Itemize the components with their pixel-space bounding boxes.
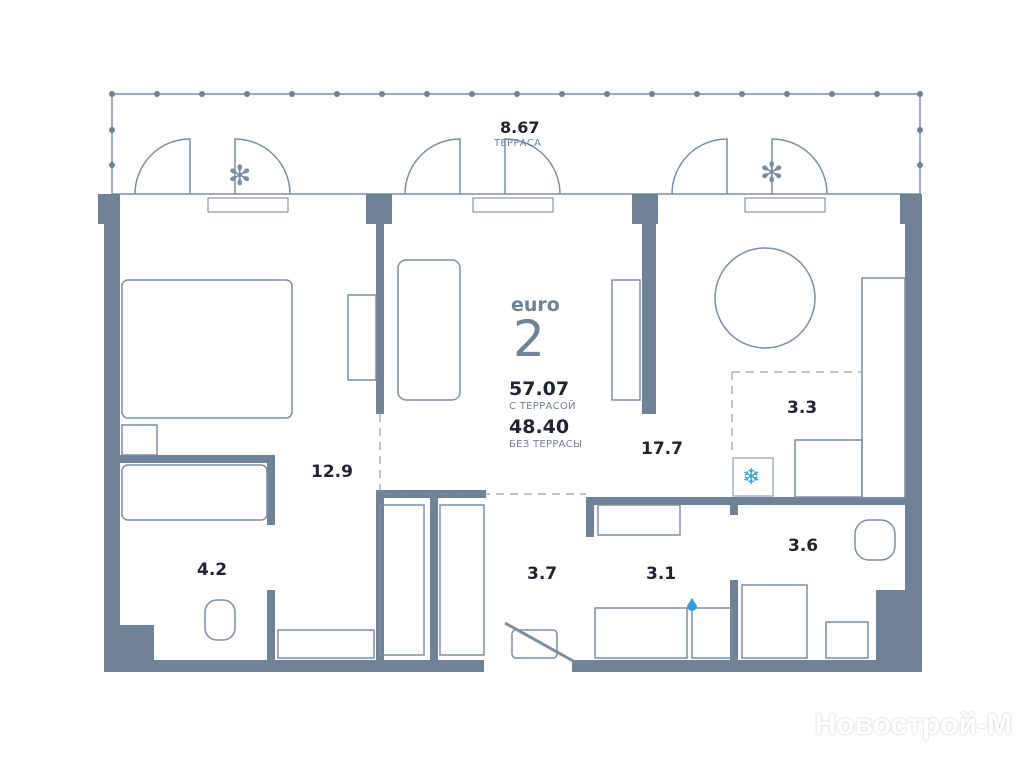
tv-stand xyxy=(611,279,641,401)
wardrobe xyxy=(379,504,425,656)
bathtub xyxy=(121,464,268,521)
terrace-area: 8.67 xyxy=(500,118,540,137)
zone-lines xyxy=(379,371,862,495)
toilet xyxy=(204,599,236,641)
apartment-rooms: 2 xyxy=(513,310,545,368)
washing-machine-small xyxy=(121,424,158,456)
terrace-posts xyxy=(109,91,923,168)
room-area-utility: 3.1 xyxy=(646,564,677,584)
dining-table xyxy=(714,247,816,349)
stove xyxy=(794,439,863,498)
plant-icon: ✻ xyxy=(228,159,251,192)
sofa xyxy=(397,259,461,401)
watermark: Новострой-М xyxy=(814,708,1012,741)
room-area-bathroom: 4.2 xyxy=(197,560,228,580)
window-plants xyxy=(207,197,826,213)
furniture xyxy=(121,247,906,664)
radiator xyxy=(594,607,688,659)
shower xyxy=(741,584,808,659)
bed xyxy=(121,279,293,419)
wc-toilet xyxy=(854,519,896,561)
area-no-terrace-label: БЕЗ ТЕРРАСЫ xyxy=(509,439,583,450)
water-drop-icon xyxy=(687,598,697,611)
room-area-kitchen: 3.3 xyxy=(787,398,818,418)
room-area-wc: 3.6 xyxy=(788,536,819,556)
snowflake-icon: ❄ xyxy=(742,465,760,490)
washing-machine xyxy=(691,607,733,659)
wardrobe-2 xyxy=(439,504,485,656)
terrace-label: ТЕРРАСА xyxy=(494,138,542,149)
apartment-type: euro xyxy=(511,294,560,316)
desk xyxy=(347,294,377,381)
room-area-living: 17.7 xyxy=(641,439,683,459)
area-no-terrace: 48.40 xyxy=(509,416,570,438)
sink xyxy=(825,621,869,659)
room-area-bedroom: 12.9 xyxy=(311,462,353,482)
total-area: 57.07 xyxy=(509,378,570,400)
plant-icon: ✻ xyxy=(760,156,783,189)
entrance-door xyxy=(504,621,576,664)
shelf xyxy=(597,504,681,536)
fridge xyxy=(732,457,774,497)
shoe-bench xyxy=(511,629,558,659)
cabinet xyxy=(277,629,375,659)
total-area-label: С ТЕРРАСОЙ xyxy=(509,401,576,412)
room-area-hall: 3.7 xyxy=(527,564,558,584)
kitchen-counter xyxy=(861,277,906,499)
